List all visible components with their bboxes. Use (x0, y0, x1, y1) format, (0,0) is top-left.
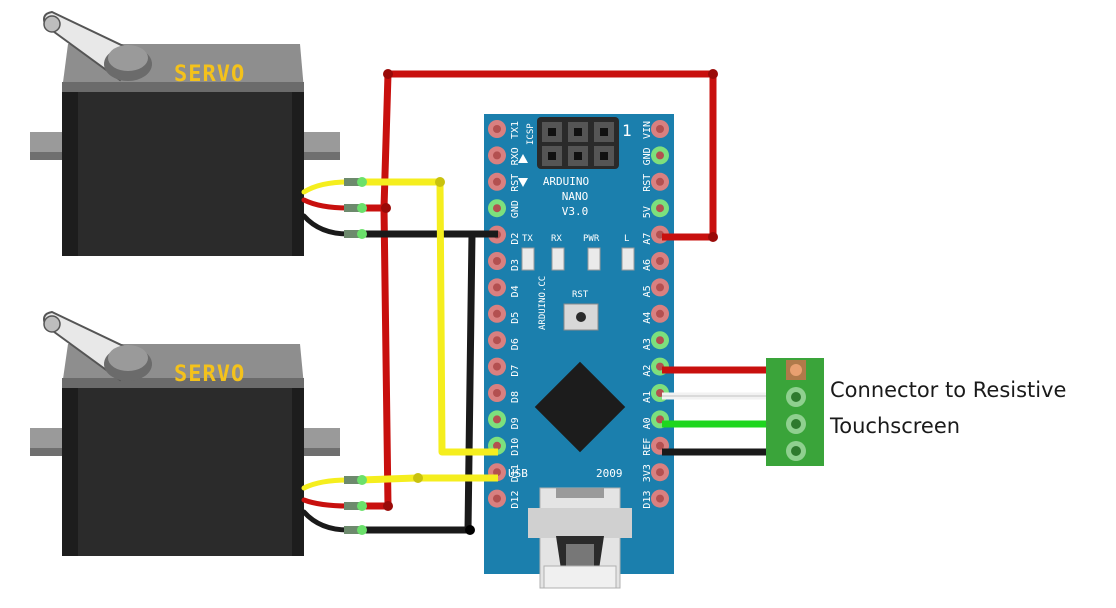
right-pin-d13: D13 (642, 489, 669, 509)
left-pin-label: GND (510, 200, 521, 218)
left-pin-d3: D3 (488, 252, 521, 271)
led-rx-label: RX (551, 234, 562, 244)
left-pin-label: D10 (510, 438, 521, 456)
servo-bottom-leads (301, 477, 351, 533)
right-pin-label: VIN (642, 121, 653, 139)
arduino-nano: ICSP 1 ARDUINO NANO V3.0 TX RX PWR L ARD… (484, 114, 674, 589)
left-pin-d4: D4 (488, 278, 521, 297)
board-title-1: ARDUINO (543, 175, 589, 188)
led-l-label: L (624, 234, 629, 244)
led-tx-label: TX (522, 234, 533, 244)
right-pin-label: A4 (642, 312, 653, 324)
servo-top: SERVO (30, 10, 340, 256)
wire-junctions (381, 69, 718, 535)
servo-top-body (62, 90, 304, 256)
year-label: 2009 (596, 467, 623, 480)
left-pin-tx1: TX1 (488, 120, 521, 139)
right-pin-label: A1 (642, 391, 653, 403)
wire-signal-d10 (359, 474, 498, 484)
touchscreen-connector: Connector to Resistive Touchscreen (766, 358, 1066, 466)
left-pin-label: D2 (510, 233, 521, 245)
right-pin-label: RST (642, 174, 653, 192)
left-pin-label: RST (510, 174, 521, 192)
right-pin-label: A3 (642, 338, 653, 350)
left-pin-label: D8 (510, 391, 521, 403)
icsp-pin1-label: 1 (622, 121, 632, 140)
left-pin-label: D9 (510, 417, 521, 429)
left-pin-label: TX1 (510, 121, 521, 139)
right-pin-label: REF (642, 438, 653, 456)
mcu-chip (534, 361, 626, 453)
left-pin-label: D12 (510, 491, 521, 509)
left-pin-label: D7 (510, 365, 521, 377)
left-pin-label: D5 (510, 312, 521, 324)
left-pin-d8: D8 (488, 384, 521, 403)
right-pin-gnd: GND (642, 146, 669, 165)
left-pin-d6: D6 (488, 331, 521, 350)
servo-top-leads (301, 179, 351, 237)
left-pin-label: D4 (510, 285, 521, 297)
right-pin-3v3: 3V3 (642, 463, 669, 482)
right-pin-rst: RST (642, 172, 669, 192)
led-pwr-label: PWR (583, 234, 600, 244)
servo-lead-tips (344, 177, 367, 535)
right-pin-label: A5 (642, 285, 653, 297)
right-pin-label: D13 (642, 491, 653, 509)
wire-signal-d9 (360, 178, 498, 456)
servo-bottom-body (62, 386, 304, 556)
left-pin-d9: D9 (488, 410, 521, 429)
right-pin-a5: A5 (642, 278, 669, 297)
left-pin-d12: D12 (488, 489, 521, 509)
right-pin-label: GND (642, 147, 653, 165)
connector-caption-line1: Connector to Resistive (830, 378, 1066, 402)
right-pin-label: A7 (642, 233, 653, 245)
right-pin-label: A0 (642, 417, 653, 429)
left-pin-rxo: RXO (488, 146, 521, 165)
servo-bottom: SERVO (30, 310, 340, 556)
right-pin-label: A6 (642, 259, 653, 271)
right-pin-vin: VIN (642, 120, 669, 139)
servo-top-label: SERVO (174, 62, 245, 87)
servo-bottom-label: SERVO (174, 362, 245, 387)
left-pin-rst: RST (488, 172, 521, 192)
right-pin-a3: A3 (642, 331, 669, 350)
maker-label: ARDUINO.CC (538, 276, 548, 330)
right-pin-label: 5V (642, 206, 653, 218)
status-leds (521, 247, 635, 271)
left-pin-label: D3 (510, 259, 521, 271)
wire-servo-power (360, 204, 392, 510)
mini-usb-port[interactable] (528, 487, 632, 589)
left-pin-label: D6 (510, 338, 521, 350)
right-pin-label: 3V3 (642, 464, 653, 482)
wire-gnd-bottom (360, 233, 476, 534)
left-pin-gnd: GND (488, 199, 521, 218)
connector-caption-line2: Touchscreen (829, 414, 960, 438)
board-title-2: NANO (562, 190, 589, 203)
right-pin-5v: 5V (642, 199, 669, 218)
board-title-3: V3.0 (562, 205, 589, 218)
rst-button-label: RST (572, 290, 589, 300)
left-pin-d7: D7 (488, 357, 521, 377)
left-pin-d5: D5 (488, 304, 521, 324)
right-pin-label: A2 (642, 365, 653, 377)
right-pin-a4: A4 (642, 304, 669, 324)
usb-label: USB (508, 467, 528, 480)
left-pin-label: D11 (510, 464, 521, 482)
right-pin-a0: A0 (642, 410, 669, 429)
left-pin-label: RXO (510, 147, 521, 165)
icsp-label: ICSP (526, 123, 536, 145)
right-pin-a6: A6 (642, 252, 669, 271)
